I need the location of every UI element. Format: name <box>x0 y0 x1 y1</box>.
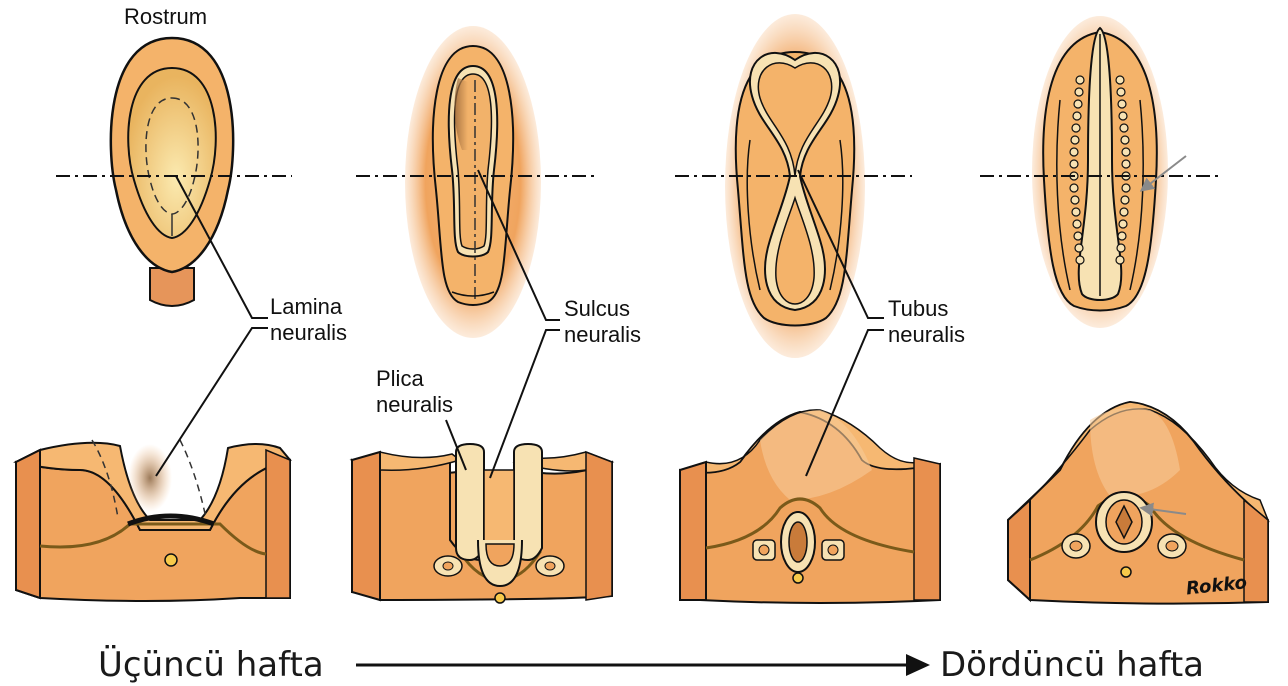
label-lamina-line2: neuralis <box>270 320 347 345</box>
label-tubus-line1: Tubus <box>888 296 948 321</box>
timeline: Üçüncü hafta Dördüncü hafta <box>98 644 1204 685</box>
timeline-start-label: Üçüncü hafta <box>98 644 324 685</box>
label-rostrum: Rostrum <box>124 4 207 29</box>
section-stage-2 <box>352 444 612 603</box>
label-sulcus-line1: Sulcus <box>564 296 630 321</box>
label-tubus-line2: neuralis <box>888 322 965 347</box>
embryo-stage-2 <box>356 26 594 338</box>
embryo-stage-3 <box>675 14 912 358</box>
label-sulcus-line2: neuralis <box>564 322 641 347</box>
embryo-stage-4 <box>980 16 1218 328</box>
label-lamina-line1: Lamina <box>270 294 343 319</box>
timeline-end-label: Dördüncü hafta <box>940 645 1204 685</box>
section-stage-3 <box>680 410 940 603</box>
section-stage-4: Rokko <box>1008 402 1268 604</box>
embryo-stage-1 <box>56 38 292 306</box>
label-plica-line1: Plica <box>376 366 424 391</box>
section-stage-1 <box>16 440 290 601</box>
label-plica-line2: neuralis <box>376 392 453 417</box>
timeline-arrow-head <box>906 654 930 676</box>
